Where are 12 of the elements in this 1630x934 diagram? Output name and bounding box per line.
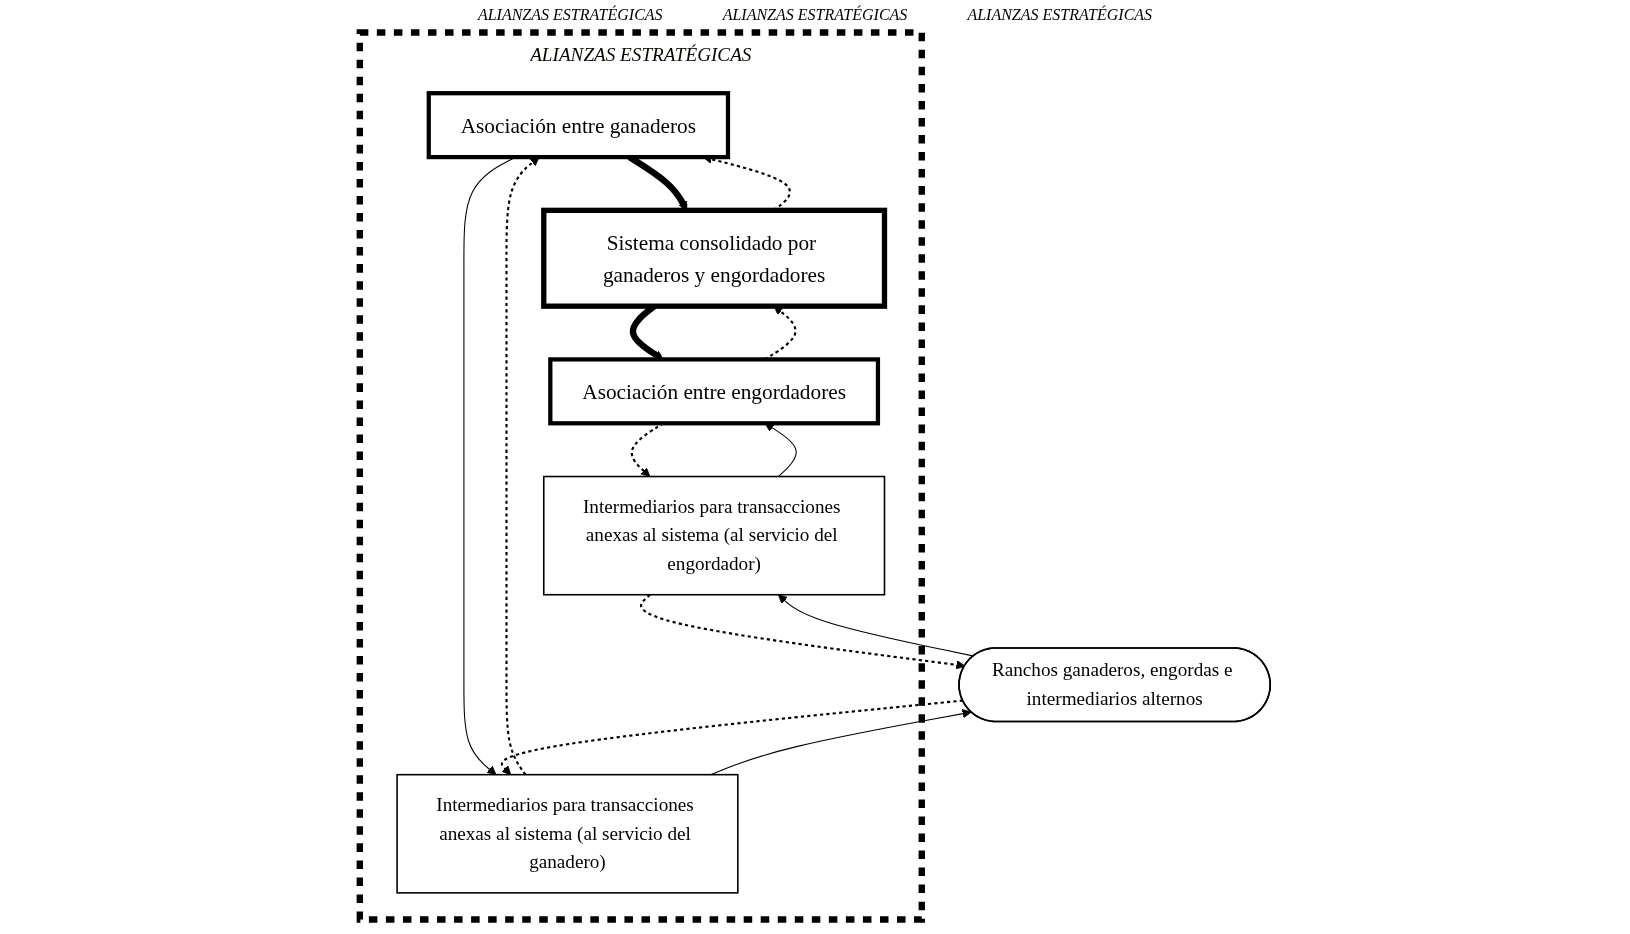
node-box: Sistema consolidado por ganaderos y engordadores bbox=[541, 207, 888, 309]
frame-label: ALIANZAS ESTRATÉGICAS bbox=[722, 6, 908, 24]
arrow bbox=[501, 699, 963, 776]
node-box: Intermediarios para transacciones anexas al sistema (al servicio del ganadero) bbox=[396, 773, 739, 894]
arrow bbox=[640, 593, 966, 670]
frame-label: ALIANZAS ESTRATÉGICAS bbox=[477, 6, 663, 24]
node-box: Intermediarios para transacciones anexas al sistema (al servicio del engordador) bbox=[542, 475, 886, 596]
arrow bbox=[710, 709, 972, 776]
node-box: Asociación entre ganaderos bbox=[426, 91, 731, 160]
node-box: Asociación entre engordadores bbox=[548, 357, 881, 426]
arrow bbox=[777, 594, 975, 657]
frame-label: ALIANZAS ESTRATÉGICAS bbox=[967, 6, 1153, 24]
